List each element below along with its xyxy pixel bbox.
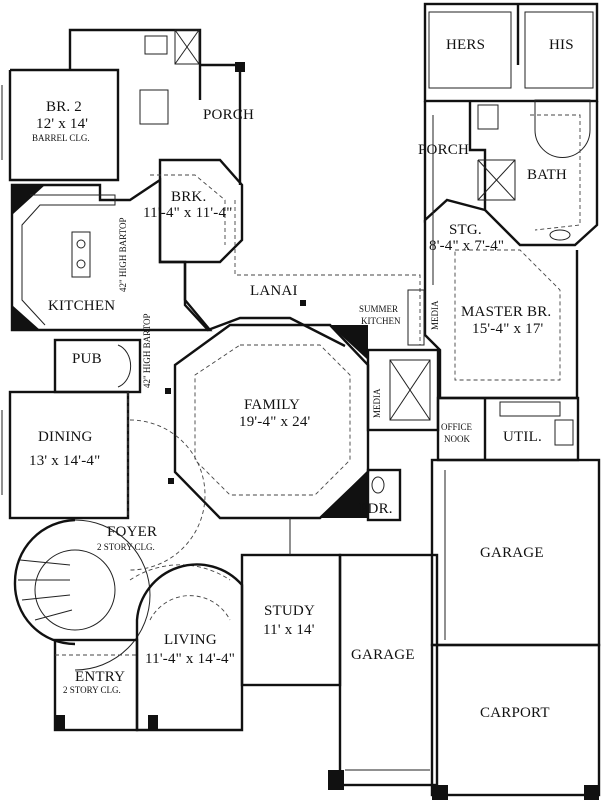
label-media-upper: MEDIA <box>430 300 440 331</box>
label-study-name: STUDY <box>264 603 316 619</box>
label-media-lower: MEDIA <box>372 388 382 419</box>
label-br2-note: BARREL CLG. <box>32 133 90 143</box>
study <box>240 518 342 687</box>
label-pub: PUB <box>72 351 102 367</box>
dining-room <box>1 390 130 520</box>
foyer-stair <box>13 419 231 671</box>
media-core <box>366 348 440 432</box>
label-bartop-kitchen: 42" HIGH BARTOP <box>118 217 128 292</box>
label-study-size: 11' x 14' <box>263 622 315 638</box>
label-stg-size: 8'-4" x 7'-4" <box>429 238 505 254</box>
label-garage-center: GARAGE <box>351 647 415 663</box>
label-summer-kitchen-1: SUMMER <box>359 304 399 314</box>
label-br2-name: BR. 2 <box>46 99 83 115</box>
label-bartop-pub: 42" HIGH BARTOP <box>142 313 152 388</box>
label-brk-size: 11'-4" x 11'-4" <box>143 205 233 221</box>
master-bedroom <box>423 101 579 400</box>
label-brk-name: BRK. <box>171 189 207 205</box>
garages <box>328 458 601 800</box>
label-kitchen: KITCHEN <box>48 298 116 314</box>
label-master-size: 15'-4" x 17' <box>472 321 544 337</box>
label-garage-right: GARAGE <box>480 545 544 561</box>
family-room <box>173 323 370 520</box>
label-porch-top: PORCH <box>203 107 255 123</box>
powder-room <box>366 468 402 522</box>
label-his: HIS <box>549 37 574 53</box>
label-entry-note: 2 STORY CLG. <box>63 685 121 695</box>
label-br2-size: 12' x 14' <box>36 116 89 132</box>
structural-blocks <box>55 62 306 730</box>
label-living-size: 11'-4" x 14'-4" <box>145 651 236 667</box>
label-office-1: OFFICE <box>441 422 473 432</box>
label-util: UTIL. <box>503 429 542 445</box>
label-pdr: PDR. <box>359 501 393 517</box>
lanai <box>183 200 425 348</box>
label-entry-name: ENTRY <box>75 669 126 685</box>
label-summer-kitchen-2: KITCHEN <box>361 316 401 326</box>
label-foyer-name: FOYER <box>107 524 158 540</box>
master-bath <box>468 99 599 247</box>
label-hers: HERS <box>446 37 486 53</box>
label-dining-name: DINING <box>38 429 93 445</box>
label-living-name: LIVING <box>164 632 217 648</box>
label-porch-right: PORCH <box>418 142 470 158</box>
master-closets <box>423 2 599 103</box>
label-family-size: 19'-4" x 24' <box>239 414 311 430</box>
label-office-2: NOOK <box>444 434 470 444</box>
label-master-name: MASTER BR. <box>461 304 552 320</box>
label-stg-name: STG. <box>449 222 482 238</box>
living-room <box>135 563 244 732</box>
label-bath: BATH <box>527 167 567 183</box>
label-lanai: LANAI <box>250 283 298 299</box>
label-carport: CARPORT <box>480 705 550 721</box>
label-family-name: FAMILY <box>244 397 301 413</box>
label-foyer-note: 2 STORY CLG. <box>97 542 155 552</box>
label-dining-size: 13' x 14'-4" <box>29 453 101 469</box>
kitchen <box>10 177 213 332</box>
